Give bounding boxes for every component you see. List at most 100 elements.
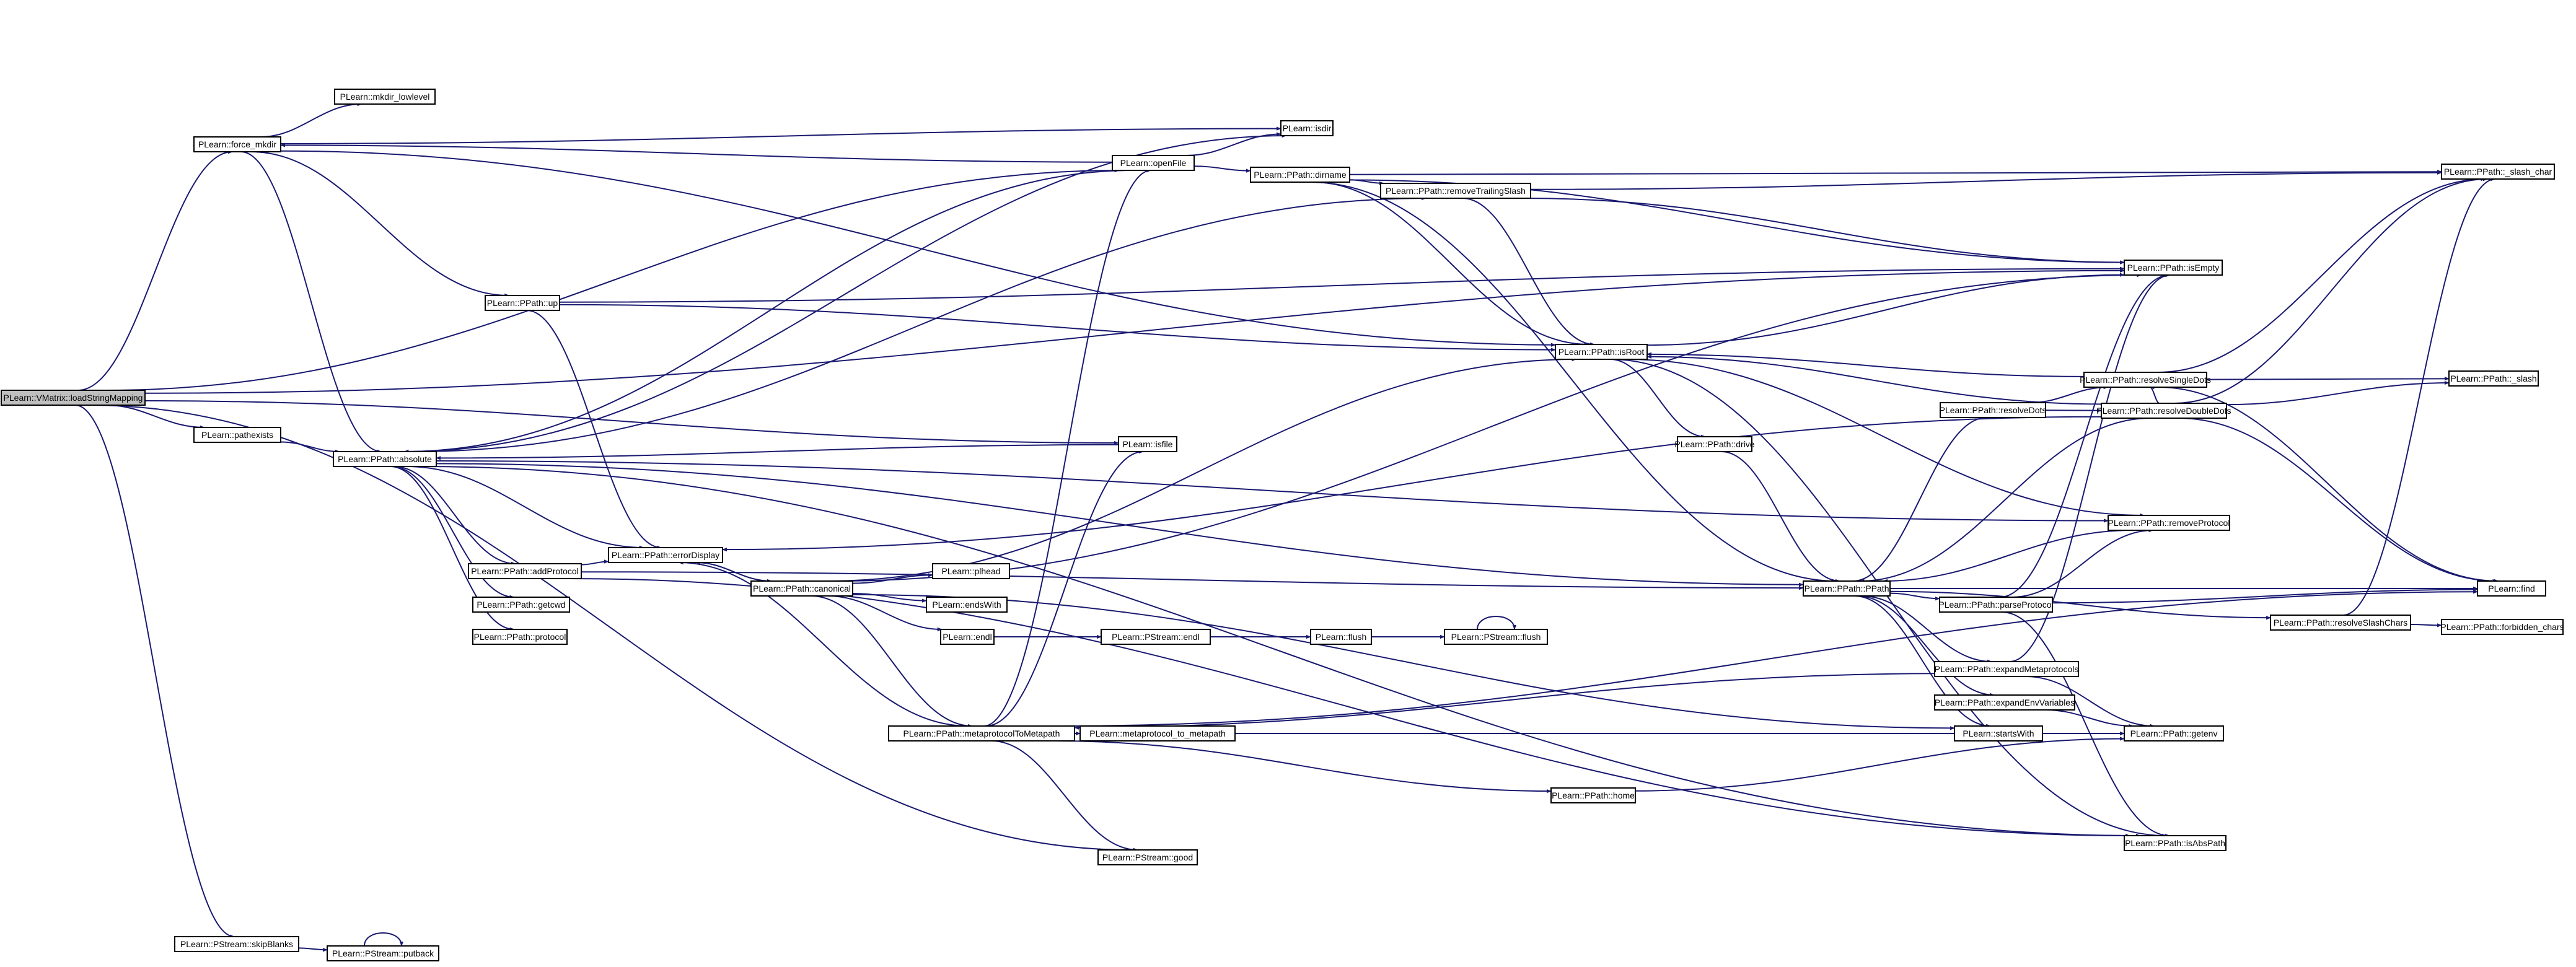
node-pstream-good[interactable]: PLearn::PStream::good xyxy=(1097,849,1198,865)
node-expandenv[interactable]: PLearn::PPath::expandEnvVariables xyxy=(1934,694,2075,711)
node-slash-char[interactable]: PLearn::PPath::_slash_char xyxy=(2441,164,2555,180)
call-edge xyxy=(722,416,2102,552)
node-getcwd[interactable]: PLearn::PPath::getcwd xyxy=(472,597,570,613)
call-edge xyxy=(2011,528,2154,598)
call-edge xyxy=(2226,380,2450,406)
node-label: PLearn::PPath::expandEnvVariables xyxy=(1935,698,2075,707)
call-edge xyxy=(2178,418,2498,584)
node-resolvedots[interactable]: PLearn::PPath::resolveDots xyxy=(1940,402,2047,418)
node-loadstring[interactable]: PLearn::VMatrix::loadStringMapping xyxy=(1,390,146,406)
call-edge xyxy=(75,405,235,939)
node-removetrailing[interactable]: PLearn::PPath::removeTrailingSlash xyxy=(1380,183,1531,199)
node-resolvesingle[interactable]: PLearn::PPath::resolveSingleDots xyxy=(2080,372,2211,388)
call-edge xyxy=(1609,359,2167,838)
node-forbidden[interactable]: PLearn::PPath::forbidden_chars xyxy=(2440,619,2564,635)
node-label: PLearn::PPath::addProtocol xyxy=(471,566,579,576)
node-label: PLearn::mkdir_lowlevel xyxy=(340,92,430,102)
node-endl[interactable]: PLearn::endl xyxy=(940,629,995,645)
node-metaprotocol[interactable]: PLearn::PPath::metaprotocolToMetapath xyxy=(888,725,1075,742)
node-label: PLearn::flush xyxy=(1316,632,1367,642)
node-box xyxy=(2441,619,2564,635)
node-label: PLearn::VMatrix::loadStringMapping xyxy=(4,393,143,403)
node-expandmeta[interactable]: PLearn::PPath::expandMetaprotocols xyxy=(1934,661,2079,677)
node-label: PLearn::PPath::removeTrailingSlash xyxy=(1386,186,1526,196)
call-edge xyxy=(852,573,933,584)
call-edge xyxy=(144,268,2125,394)
node-label: PLearn::PPath::expandMetaprotocols xyxy=(1935,664,2079,674)
node-getenv[interactable]: PLearn::PPath::getenv xyxy=(2124,725,2224,742)
call-edge xyxy=(827,595,943,632)
node-box xyxy=(1118,436,1177,452)
call-edge xyxy=(2158,387,2499,584)
call-edge xyxy=(1852,415,1987,582)
call-edge xyxy=(280,126,1281,144)
node-parseprotocol[interactable]: PLearn::PPath::parseProtocol xyxy=(1938,597,2054,613)
call-edge xyxy=(77,149,233,391)
node-box xyxy=(2270,615,2411,631)
node-mkdir-lowlevel[interactable]: PLearn::mkdir_lowlevel xyxy=(334,89,436,105)
call-edge xyxy=(852,593,927,603)
call-edge xyxy=(2158,177,2486,373)
node-up[interactable]: PLearn::PPath::up xyxy=(485,295,560,311)
node-pstream-endl[interactable]: PLearn::PStream::endl xyxy=(1101,629,1211,645)
node-isfile[interactable]: PLearn::isfile xyxy=(1118,436,1177,452)
node-label: PLearn::PPath::PPath xyxy=(1805,584,1889,593)
node-box xyxy=(888,725,1075,742)
node-isroot[interactable]: PLearn::PPath::isRoot xyxy=(1555,344,1648,360)
node-label: PLearn::PPath::getcwd xyxy=(477,600,565,610)
node-startswith[interactable]: PLearn::startsWith xyxy=(1954,725,2043,742)
call-edge xyxy=(1525,198,2125,265)
node-addprotocol[interactable]: PLearn::PPath::addProtocol xyxy=(468,563,582,579)
node-pstream-flush[interactable]: PLearn::PStream::flush xyxy=(1444,629,1548,645)
node-isdir[interactable]: PLearn::isdir xyxy=(1280,120,1334,136)
node-box xyxy=(608,547,723,563)
node-endswith[interactable]: PLearn::endsWith xyxy=(926,597,1008,613)
node-box xyxy=(485,295,560,311)
node-pathexists[interactable]: PLearn::pathexists xyxy=(193,427,281,443)
node-label: PLearn::PPath::removeProtocol xyxy=(2108,518,2230,528)
call-edge xyxy=(2410,623,2442,628)
node-find[interactable]: PLearn::find xyxy=(2477,580,2546,597)
node-errordisplay[interactable]: PLearn::PPath::errorDisplay xyxy=(608,547,723,563)
call-edge xyxy=(260,102,363,138)
node-label: PLearn::PPath::drive xyxy=(1674,439,1754,449)
node-metaproto-to[interactable]: PLearn::metaprotocol_to_metapath xyxy=(1079,725,1236,742)
node-flush[interactable]: PLearn::flush xyxy=(1310,629,1372,645)
call-edge xyxy=(1635,737,2125,792)
node-skipblanks[interactable]: PLearn::PStream::skipBlanks xyxy=(174,936,299,952)
node-label: PLearn::PPath::metaprotocolToMetapath xyxy=(903,729,1060,738)
node-home[interactable]: PLearn::PPath::home xyxy=(1550,787,1636,803)
node-drive[interactable]: PLearn::PPath::drive xyxy=(1674,436,1755,452)
node-resolveslash[interactable]: PLearn::PPath::resolveSlashChars xyxy=(2270,615,2411,631)
node-box xyxy=(1079,725,1236,742)
node-removeprotocol[interactable]: PLearn::PPath::removeProtocol xyxy=(2108,515,2230,531)
call-edge xyxy=(2000,273,2170,598)
node-isabspath[interactable]: PLearn::PPath::isAbsPath xyxy=(2124,835,2227,851)
node-ppath[interactable]: PLearn::PPath::PPath xyxy=(1803,580,1891,597)
node-label: PLearn::PPath::home xyxy=(1552,790,1635,800)
node-label: PLearn::PPath::resolveSingleDots xyxy=(2080,375,2211,385)
node-box xyxy=(193,136,281,152)
call-edge xyxy=(1060,590,2478,727)
call-edge xyxy=(1312,182,1589,347)
node-box xyxy=(926,597,1008,613)
node-openfile[interactable]: PLearn::openFile xyxy=(1112,155,1195,171)
node-box xyxy=(2448,370,2539,387)
node-absolute[interactable]: PLearn::PPath::absolute xyxy=(333,451,437,467)
node-canonical[interactable]: PLearn::PPath::canonical xyxy=(750,580,853,597)
node-label: PLearn::PStream::flush xyxy=(1451,632,1541,642)
node-box xyxy=(932,563,1010,579)
node-resolvedouble[interactable]: PLearn::PPath::resolveDoubleDots xyxy=(2096,403,2231,419)
call-edge xyxy=(405,133,1287,452)
node-box xyxy=(468,563,582,579)
node-protocol[interactable]: PLearn::PPath::protocol xyxy=(472,629,568,645)
node-dirname[interactable]: PLearn::PPath::dirname xyxy=(1250,167,1350,183)
node-label: PLearn::metaprotocol_to_metapath xyxy=(1089,729,1225,738)
node-slash[interactable]: PLearn::PPath::_slash xyxy=(2448,370,2539,387)
node-label: PLearn::pathexists xyxy=(201,430,273,440)
node-force-mkdir[interactable]: PLearn::force_mkdir xyxy=(193,136,281,152)
node-plhead[interactable]: PLearn::plhead xyxy=(932,563,1010,579)
node-putback[interactable]: PLearn::PStream::putback xyxy=(327,945,439,961)
node-isempty[interactable]: PLearn::PPath::isEmpty xyxy=(2124,260,2223,276)
call-edge xyxy=(2001,611,2170,838)
